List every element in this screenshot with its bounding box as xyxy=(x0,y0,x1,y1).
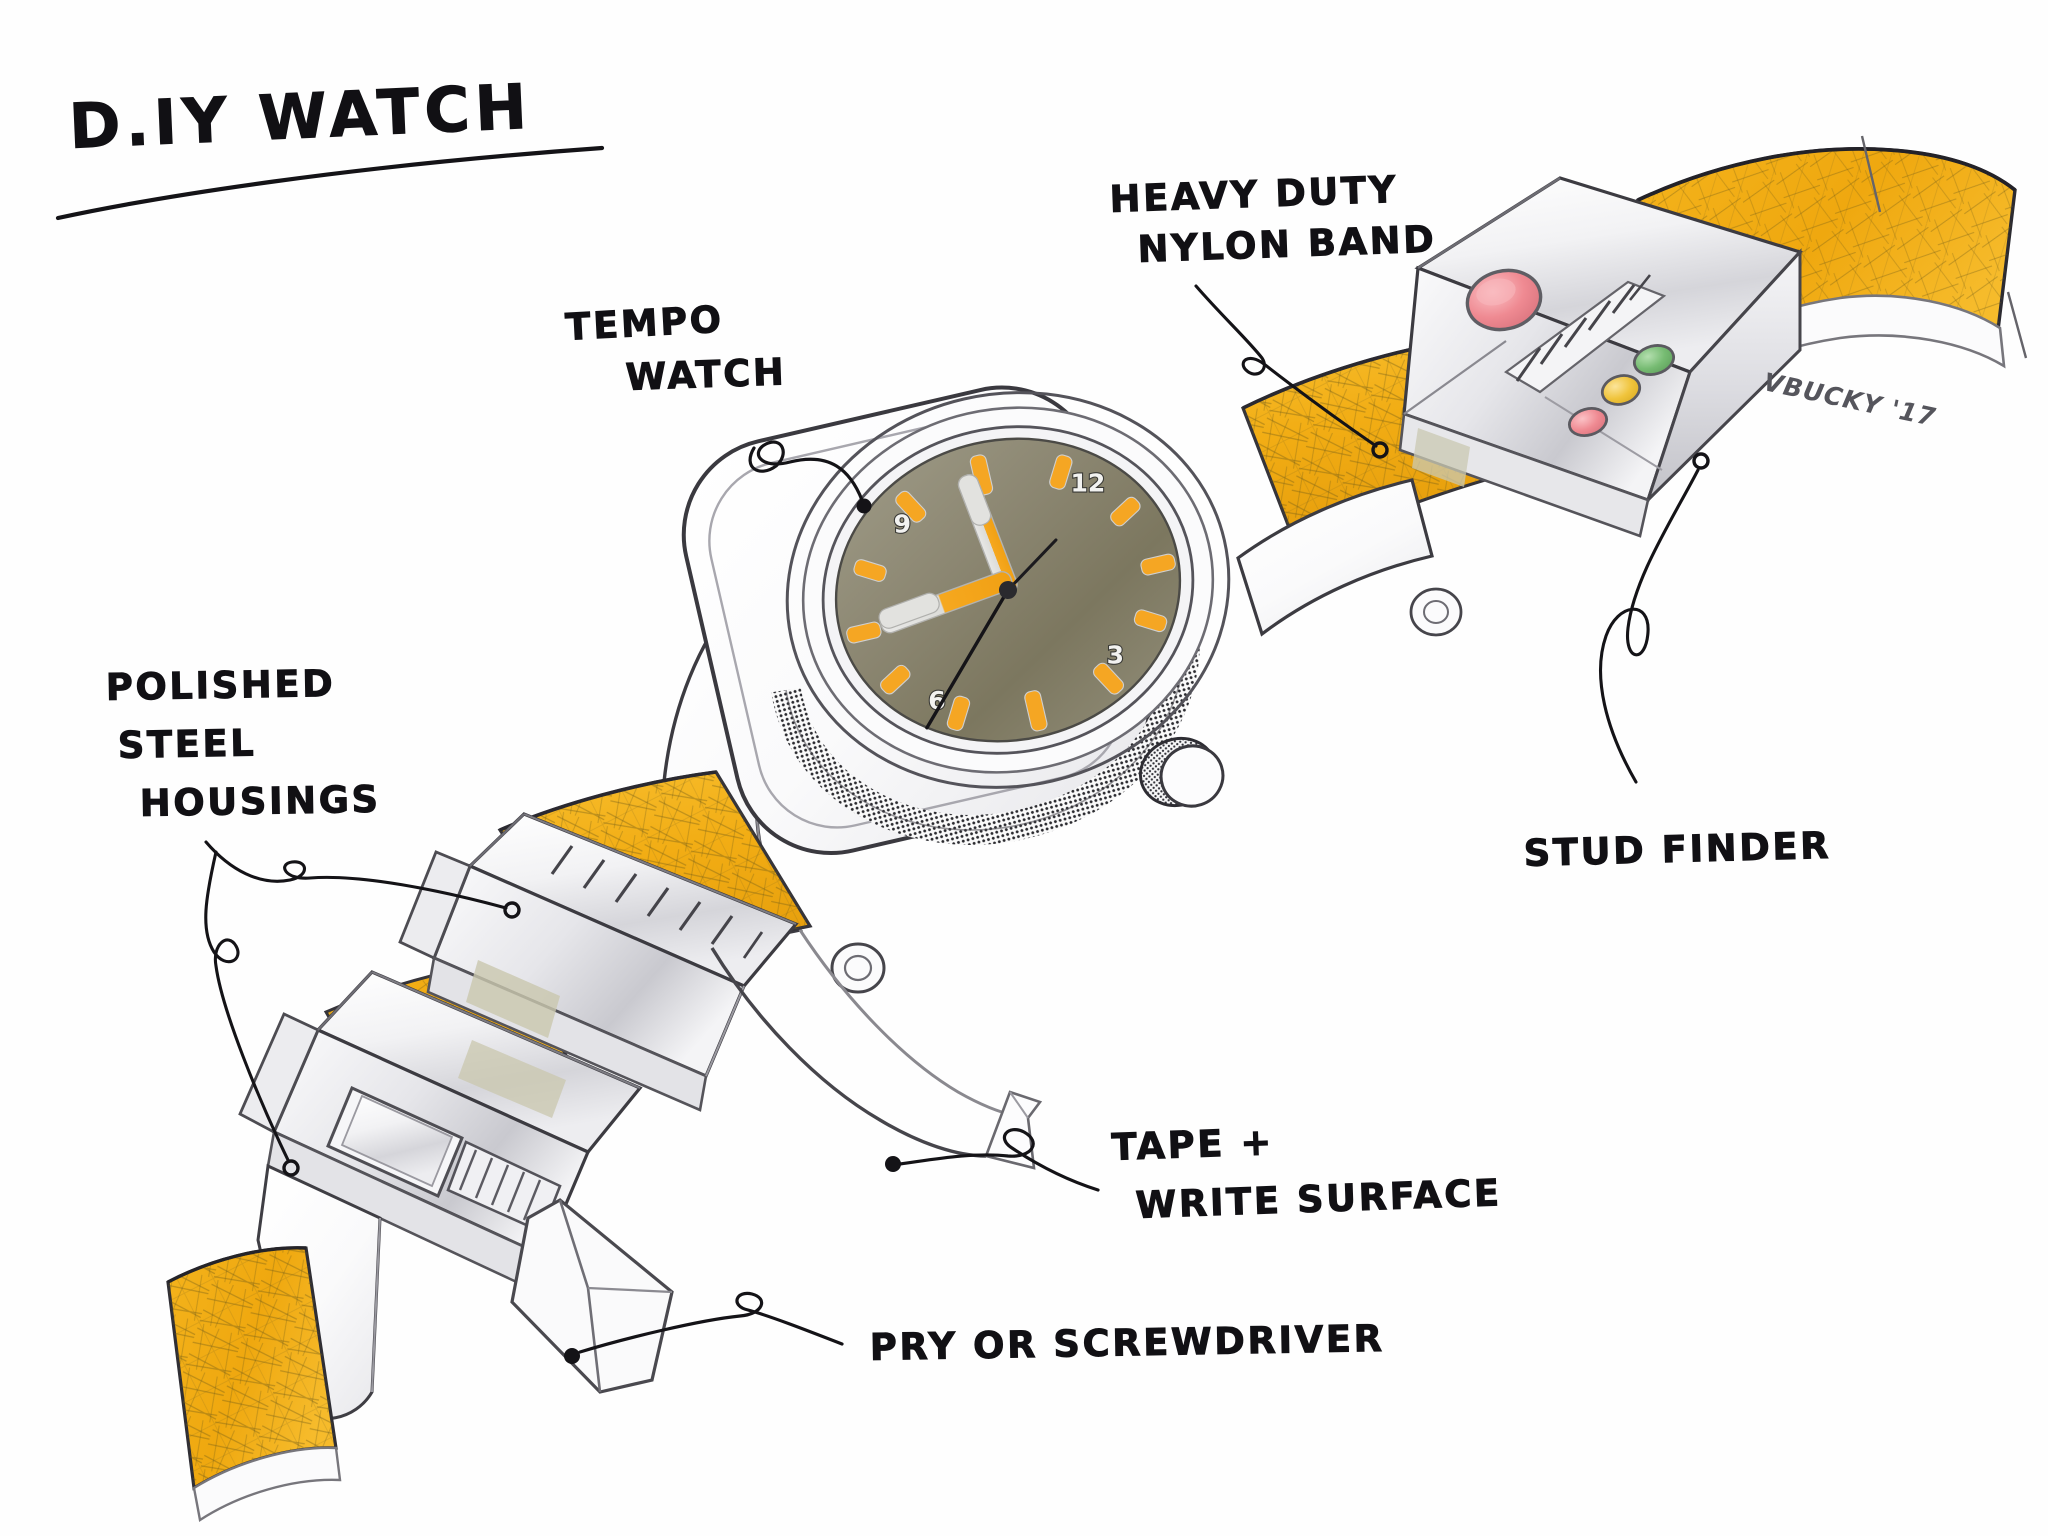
artist-signature: VBUCKY '17 xyxy=(1761,367,1939,432)
leader-line-nylon-band xyxy=(1194,284,1378,448)
page-title: D.IY WATCH xyxy=(55,69,605,221)
watch-lug-pin-right xyxy=(1409,587,1463,637)
leader-dot-steel-upper xyxy=(503,901,521,919)
dial-hands xyxy=(878,474,1058,730)
write-panel[interactable] xyxy=(326,1085,464,1199)
stud-finder-led-red xyxy=(1567,407,1609,437)
stud-finder-led-green xyxy=(1632,344,1676,376)
annotation-steel-line1: POLISHED xyxy=(105,662,335,709)
leader-dot-tape xyxy=(885,1156,901,1172)
second-hand xyxy=(925,538,1058,730)
ribbed-grip xyxy=(446,1140,562,1234)
watch-bezel-knurl xyxy=(771,617,1200,845)
leader-line-stud-finder xyxy=(1599,468,1700,784)
band-segment-left-tail xyxy=(166,1246,342,1522)
stud-finder-housing[interactable] xyxy=(1398,176,1803,538)
annotation-nylon-band-line1: HEAVY DUTY xyxy=(1109,168,1399,221)
leader-line-tape xyxy=(898,1128,1100,1192)
dial-hour-markers xyxy=(846,454,1176,732)
annotation-pry-screwdriver: PRY OR SCREWDRIVER xyxy=(564,1291,1385,1369)
leader-dot-tempo-watch xyxy=(856,498,872,514)
dial-numeral-3: 3 xyxy=(1107,641,1124,670)
leader-line-steel-upper xyxy=(204,840,508,910)
stud-finder-ruler-scale xyxy=(1504,274,1667,394)
watch-dial: 12 3 6 9 xyxy=(834,437,1182,743)
dial-numeral-9: 9 xyxy=(894,509,911,538)
annotation-steel-line2: STEEL xyxy=(117,722,256,767)
leader-dot-steel-lower xyxy=(282,1159,300,1177)
stud-finder-led-amber xyxy=(1600,374,1642,406)
annotation-steel-line3: HOUSINGS xyxy=(139,778,381,825)
leader-line-tempo-watch xyxy=(748,440,864,502)
annotation-tape-write-surface: TAPE + WRITE SURFACE xyxy=(885,1120,1503,1227)
page-title-text: D.IY WATCH xyxy=(67,70,533,163)
leader-line-steel-lower xyxy=(204,850,290,1162)
annotation-tempo-watch: TEMPO WATCH xyxy=(564,297,872,514)
annotation-heavy-duty-nylon-band: HEAVY DUTY NYLON BAND xyxy=(1108,168,1437,459)
annotation-tape-line2: WRITE SURFACE xyxy=(1135,1171,1503,1227)
annotation-stud-finder: STUD FINDER xyxy=(1523,452,1832,875)
stud-finder-main-button[interactable] xyxy=(1461,263,1547,337)
artist-signature-text: VBUCKY '17 xyxy=(1761,367,1939,432)
watch-crown[interactable] xyxy=(1132,729,1231,815)
watch-case-group[interactable]: 12 3 6 9 xyxy=(661,349,1463,994)
leader-line-pry xyxy=(578,1291,844,1354)
tape-ruler-scale xyxy=(523,813,797,959)
annotation-tape-line1: TAPE + xyxy=(1111,1120,1275,1169)
page-title-underline xyxy=(55,145,605,221)
annotation-tempo-watch-line2: WATCH xyxy=(625,350,787,399)
annotation-tempo-watch-line1: TEMPO xyxy=(564,298,724,349)
annotation-stud-finder-text: STUD FINDER xyxy=(1523,824,1832,875)
dial-numeral-6: 6 xyxy=(928,686,945,715)
leader-dot-nylon-band xyxy=(1371,441,1389,459)
annotation-nylon-band-line2: NYLON BAND xyxy=(1137,218,1437,271)
annotation-polished-steel-housings: POLISHED STEEL HOUSINGS xyxy=(105,662,521,1177)
dial-numerals: 12 3 6 9 xyxy=(893,467,1126,716)
hour-hand xyxy=(878,571,1013,634)
watch-lug-pin xyxy=(830,942,886,994)
leader-dot-stud-finder xyxy=(1692,452,1710,470)
dial-numeral-12: 12 xyxy=(1070,469,1105,498)
leader-dot-pry xyxy=(564,1348,580,1364)
pry-screwdriver-blade xyxy=(510,1198,674,1394)
annotation-pry-text: PRY OR SCREWDRIVER xyxy=(869,1317,1385,1369)
